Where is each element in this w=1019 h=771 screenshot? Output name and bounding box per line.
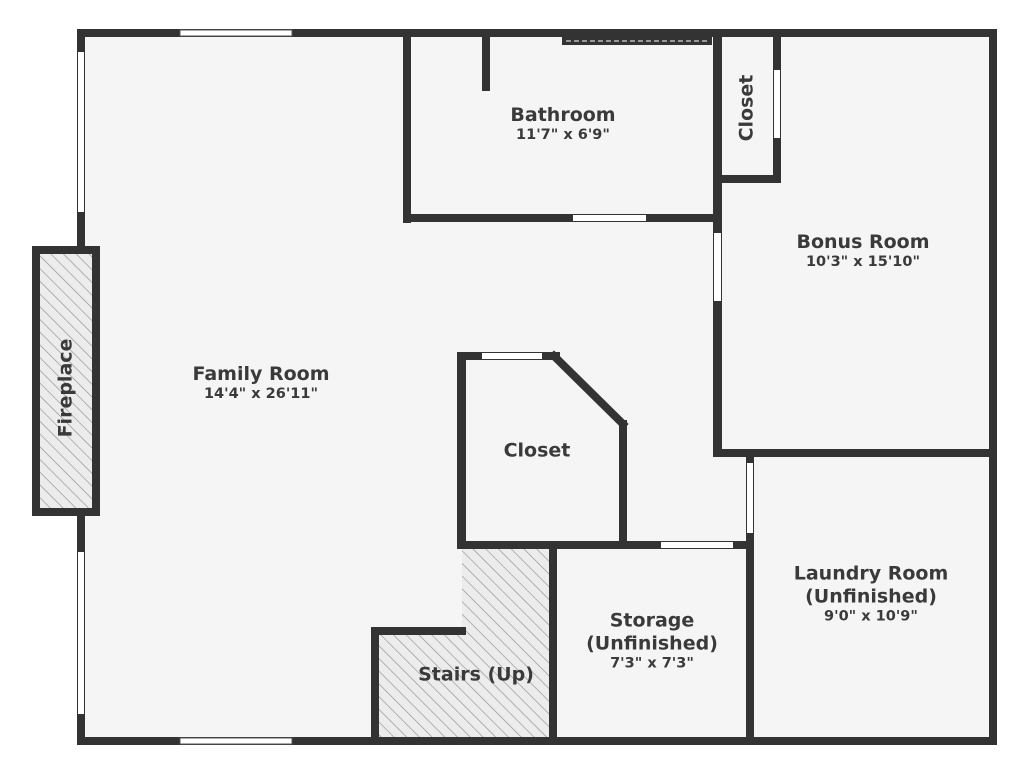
bonus-room-label: Bonus Room 10'3" x 15'10"	[796, 231, 929, 271]
bathroom-stub	[482, 33, 490, 91]
opening-closet-top	[774, 70, 780, 138]
bathroom-wall-left	[403, 33, 411, 223]
opening-storage	[661, 542, 733, 548]
opening-closet-mid	[482, 353, 542, 359]
fireplace-wall-bottom	[32, 508, 100, 516]
fireplace-hearth	[40, 254, 92, 508]
laundry-room-name-line2: (Unfinished)	[805, 585, 937, 608]
window-left-bottom	[78, 552, 84, 714]
closet-mid-wall-bottom	[457, 541, 754, 549]
fireplace-label: Fireplace	[55, 339, 78, 438]
laundry-room-name-line1: Laundry Room	[793, 562, 949, 585]
family-room-dims: 14'4" x 26'11"	[203, 385, 319, 402]
family-room-name: Family Room	[192, 362, 330, 385]
fireplace-wall-left	[32, 246, 40, 516]
bathroom-name: Bathroom	[510, 103, 616, 126]
closet-top-name: Closet	[735, 74, 758, 142]
bathroom-wall-bottom	[403, 214, 721, 222]
storage-wall-left	[549, 541, 557, 741]
fireplace-wall-right	[92, 246, 100, 516]
closet-top-label: Closet	[736, 75, 759, 142]
wall-right	[989, 29, 997, 745]
stairs-area	[375, 545, 553, 741]
window-bottom-family	[179, 737, 293, 745]
fireplace-name: Fireplace	[54, 338, 77, 438]
storage-name-line1: Storage	[609, 609, 695, 632]
bonus-room-wall-bottom	[713, 449, 997, 457]
wall-top	[77, 29, 997, 37]
closet-mid-name: Closet	[503, 439, 571, 462]
closet-mid-label: Closet	[504, 440, 571, 463]
stairs-wall-top	[371, 627, 466, 635]
opening-bathroom	[573, 215, 646, 221]
stairs-label: Stairs (Up)	[418, 664, 534, 687]
bathroom-top-wall	[562, 37, 712, 45]
wall-bottom	[77, 737, 997, 745]
window-left-top	[78, 52, 84, 212]
stairs-wall-left	[371, 627, 379, 745]
bathroom-dims: 11'7" x 6'9"	[516, 126, 610, 143]
closet-mid-wall-right	[619, 420, 627, 549]
window-top-family	[179, 29, 293, 37]
laundry-room-dims: 9'0" x 10'9"	[824, 608, 918, 625]
closet-top-wall-bottom	[713, 175, 781, 183]
opening-bonus-room	[714, 233, 721, 301]
bonus-room-dims: 10'3" x 15'10"	[805, 253, 921, 270]
fireplace-wall-top	[32, 246, 100, 254]
family-room-label: Family Room 14'4" x 26'11"	[192, 363, 329, 403]
opening-laundry	[747, 463, 753, 533]
closet-mid-wall-diagonal	[548, 350, 629, 430]
bonus-room-name: Bonus Room	[796, 230, 930, 253]
closet-mid-wall-left	[457, 352, 466, 549]
storage-dims: 7'3" x 7'3"	[610, 655, 694, 672]
laundry-room-label: Laundry Room (Unfinished) 9'0" x 10'9"	[794, 563, 949, 626]
laundry-wall-left	[746, 449, 754, 745]
storage-name-line2: (Unfinished)	[586, 632, 718, 655]
storage-label: Storage (Unfinished) 7'3" x 7'3"	[586, 610, 718, 673]
stairs-name: Stairs (Up)	[418, 663, 534, 686]
bathroom-label: Bathroom 11'7" x 6'9"	[510, 104, 615, 144]
